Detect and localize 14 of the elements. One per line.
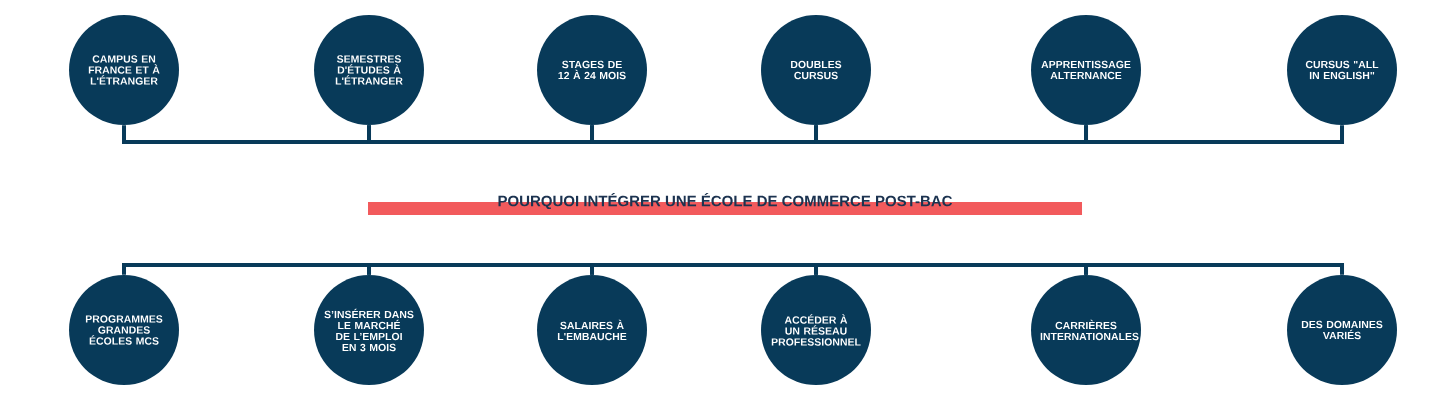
- circle-node: CURSUS "ALL IN ENGLISH": [1287, 15, 1397, 125]
- circle-node: SEMESTRES D'ÉTUDES À L'ÉTRANGER: [314, 15, 424, 125]
- circle-node: PROGRAMMES GRANDES ÉCOLES MCS: [69, 275, 179, 385]
- circle-node: S’INSÉRER DANS LE MARCHÉ DE L’EMPLOI EN 3 MOIS: [314, 275, 424, 385]
- circle-node: DES DOMAINES VARIÉS: [1287, 275, 1397, 385]
- circle-node: SALAIRES À L'EMBAUCHE: [537, 275, 647, 385]
- circle-node: APPRENTISSAGE ALTERNANCE: [1031, 15, 1141, 125]
- circle-node: CAMPUS EN FRANCE ET À L'ÉTRANGER: [69, 15, 179, 125]
- circle-node: ACCÉDER À UN RÉSEAU PROFESSIONNEL: [761, 275, 871, 385]
- circle-node: DOUBLES CURSUS: [761, 15, 871, 125]
- connector-line: [1084, 263, 1344, 275]
- circle-node: CARRIÈRES INTERNATIONALES: [1031, 275, 1141, 385]
- connector-line: [1084, 125, 1344, 144]
- circle-node: STAGES DE 12 À 24 MOIS: [537, 15, 647, 125]
